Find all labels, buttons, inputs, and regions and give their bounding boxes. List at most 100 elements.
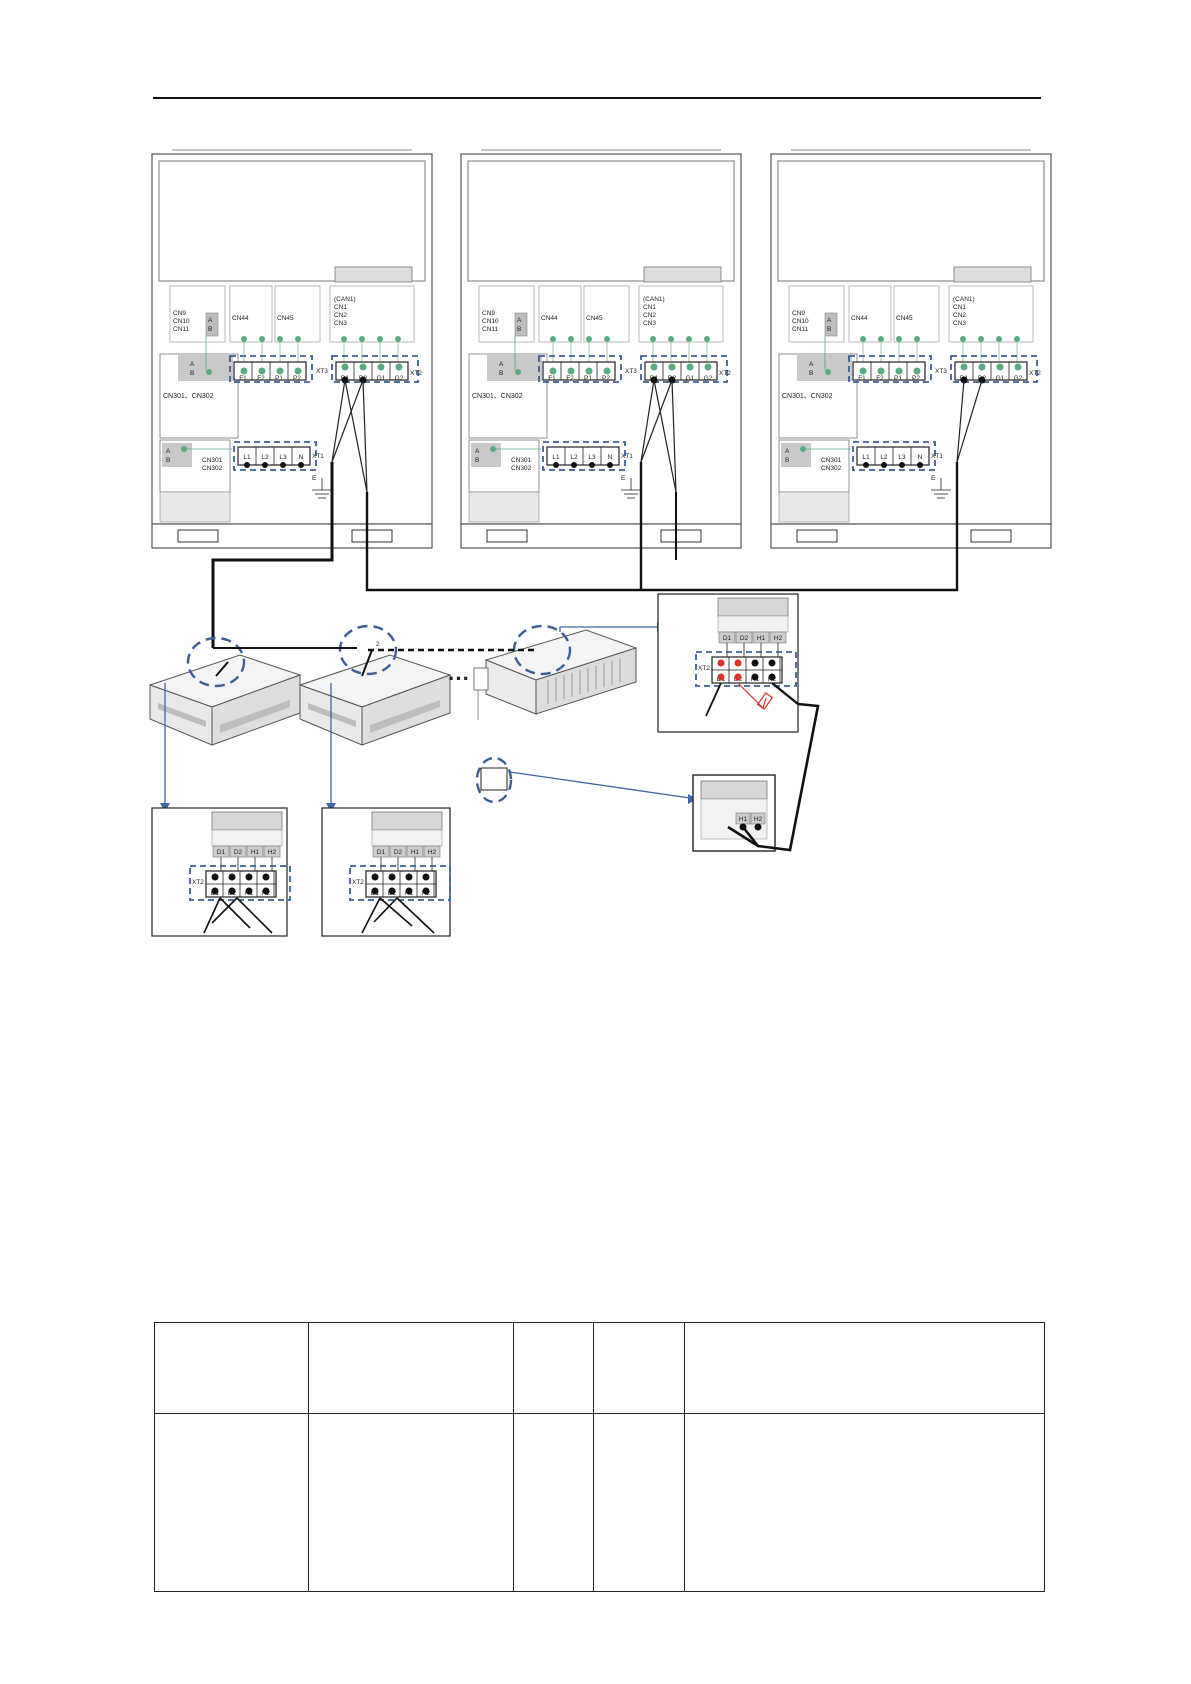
display-plate <box>334 266 413 283</box>
terminal-dot <box>395 363 403 371</box>
terminal-label: D2 <box>394 849 403 856</box>
connector-label: B <box>208 326 212 333</box>
cassette-indoor-unit-2 <box>298 654 452 746</box>
return-comm-bus <box>365 462 959 592</box>
terminal-dot <box>859 367 867 375</box>
controller-highlight-circle <box>475 756 513 804</box>
terminal-dot <box>825 369 831 375</box>
terminal-dot <box>585 367 593 375</box>
power-terminal-dot <box>607 462 613 468</box>
cn45-board <box>583 285 630 343</box>
display-plate <box>953 266 1032 283</box>
comm-wire <box>219 897 251 929</box>
xt1-dashed-box <box>852 441 936 471</box>
terminal-label: F1 <box>239 375 247 382</box>
terminal-block-label: XT1 <box>931 453 943 460</box>
connector-label: (CAN1) <box>953 296 975 303</box>
connector-label: CN9 <box>482 310 495 317</box>
connector-label: B <box>785 457 789 464</box>
base-slot <box>351 529 393 543</box>
cabinet-upper-panel <box>158 160 426 282</box>
table-cell <box>684 1413 1045 1592</box>
power-terminal-dot <box>280 462 286 468</box>
terminal-block-label: XT2 <box>698 665 710 672</box>
terminal-dot <box>668 336 674 342</box>
terminal-dot <box>686 336 692 342</box>
connector-label: CN45 <box>586 315 603 322</box>
terminal-label: G1 <box>996 375 1005 382</box>
comm-wire <box>396 897 435 934</box>
terminal-block-label: XT3 <box>316 368 328 375</box>
connector-label: A <box>499 361 504 368</box>
terminal-dot <box>377 336 383 342</box>
wire-terminal-dot <box>405 873 413 881</box>
table-cell <box>513 1413 594 1592</box>
connector-label: CN301、CN302 <box>472 393 523 400</box>
connector-label: CN3 <box>643 320 656 327</box>
table-cell <box>154 1413 309 1592</box>
lower-board-plate <box>159 491 231 523</box>
ab-block <box>178 355 233 381</box>
terminal-resistor <box>756 692 774 710</box>
twisted-pair <box>671 379 677 493</box>
board-body <box>717 615 789 633</box>
terminal-dot <box>258 367 266 375</box>
twisted-pair <box>640 379 655 463</box>
wire-terminal-dot <box>262 887 270 895</box>
terminal-label: L1 <box>552 454 560 461</box>
specification-table <box>154 1322 1045 1592</box>
terminal-block-label: XT2 <box>410 370 422 377</box>
terminal-label: L2 <box>880 454 888 461</box>
terminal-dot <box>490 446 496 452</box>
terminal-dot <box>294 367 302 375</box>
cassette-indoor-unit-1 <box>148 654 302 746</box>
jumper-dot <box>717 659 725 667</box>
controller-cable <box>771 682 799 705</box>
terminal-dot <box>240 367 248 375</box>
terminal-dot <box>978 363 986 371</box>
duct-indoor-unit <box>473 629 638 720</box>
twisted-pair <box>344 379 368 493</box>
terminal-label: D2 <box>234 849 243 856</box>
lower-board-plate <box>468 491 540 523</box>
comm-wire <box>373 897 398 923</box>
terminal-dot <box>359 336 365 342</box>
terminal-dot <box>259 336 265 342</box>
terminal-label: F2 <box>876 375 884 382</box>
xt1-dashed-box <box>542 441 626 471</box>
comm-wire <box>361 897 381 934</box>
wire-terminal-dot <box>751 673 759 681</box>
connector-label: A <box>809 361 814 368</box>
wire-terminal-dot <box>734 673 742 681</box>
base-slot <box>486 529 528 543</box>
earth-label: E <box>312 475 317 482</box>
connector-label: CN1 <box>334 304 347 311</box>
base-slot <box>177 529 219 543</box>
power-terminal-dot <box>863 462 869 468</box>
terminal-dot <box>895 367 903 375</box>
board-body <box>211 829 283 847</box>
cabinet-upper-panel <box>777 160 1045 282</box>
board-display <box>211 811 283 831</box>
earth-label: E <box>621 475 626 482</box>
power-terminal-dot <box>553 462 559 468</box>
twisted-pair <box>331 379 364 463</box>
terminal-label: D1 <box>723 635 732 642</box>
wire-terminal-dot <box>211 873 219 881</box>
connector-label: (CAN1) <box>334 296 356 303</box>
twisted-pair <box>362 379 368 493</box>
connector-label: CN301、CN302 <box>782 393 833 400</box>
comm-wire <box>203 897 221 934</box>
terminal-label: F2 <box>257 375 265 382</box>
terminal-label: H1 <box>251 849 260 856</box>
power-terminal-dot <box>899 462 905 468</box>
terminal-dot <box>604 336 610 342</box>
comm-wire <box>379 897 413 927</box>
ab-block <box>471 443 501 467</box>
base-slot <box>970 529 1012 543</box>
wire-terminal-dot <box>371 887 379 895</box>
terminal-label: D1 <box>217 849 226 856</box>
connector-label: CN11 <box>173 326 190 333</box>
connector-label: B <box>475 457 479 464</box>
